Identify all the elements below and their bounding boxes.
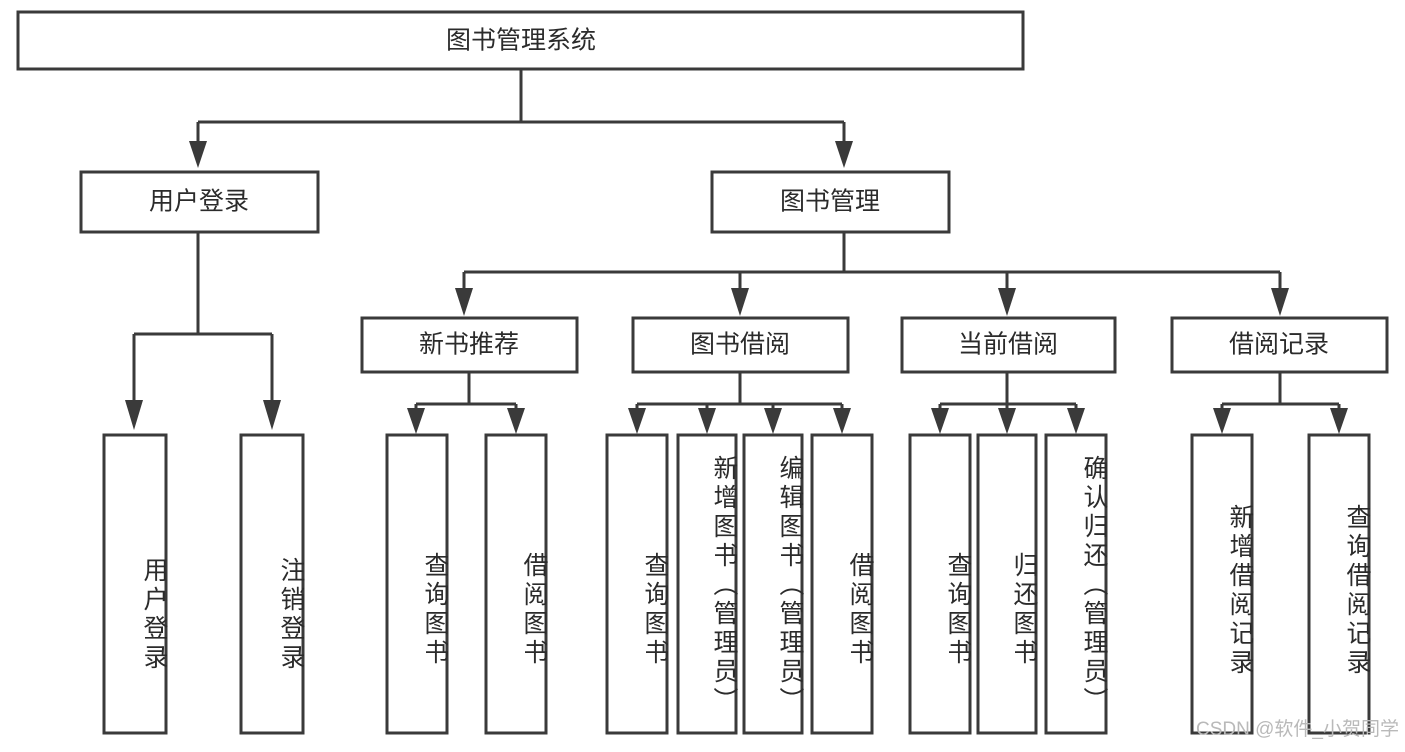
leaf-group-borrow-record	[1190, 433, 1371, 735]
node-book-management-label: 图书管理	[780, 188, 880, 216]
arrow-head-icon	[455, 288, 473, 316]
arrow-head-icon	[125, 400, 143, 430]
node-user-login-label: 用户登录	[149, 188, 249, 216]
arrow-head-icon	[731, 288, 749, 316]
leaf-group-book-borrow	[605, 433, 874, 735]
arrow-head-icon	[698, 408, 716, 434]
leaf-box-logout[interactable]	[239, 433, 305, 735]
leaf-group-user-login	[102, 433, 305, 735]
node-root-system[interactable]: 图书管理系统	[16, 10, 1025, 71]
arrow-head-icon	[1213, 408, 1231, 434]
leaf-box-edit-book-admin[interactable]	[742, 433, 804, 735]
leaf-box-return-book[interactable]	[976, 433, 1038, 735]
arrow-head-icon	[507, 408, 525, 434]
connector-new-book-to-leaves	[407, 372, 525, 434]
connector-book-borrow-to-leaves	[628, 372, 851, 434]
arrow-head-icon	[931, 408, 949, 434]
arrow-head-icon	[998, 288, 1016, 316]
arrow-head-icon	[1271, 288, 1289, 316]
leaf-box-query-book-1[interactable]	[385, 433, 449, 735]
leaf-group-current-borrow	[908, 433, 1108, 735]
leaf-box-user-login[interactable]	[102, 433, 168, 735]
leaf-box-add-book-admin[interactable]	[676, 433, 738, 735]
csdn-watermark: CSDN @软件_小贺同学	[1196, 719, 1399, 740]
arrow-head-icon	[628, 408, 646, 434]
connector-root-to-level2	[189, 69, 853, 168]
node-book-borrow-label: 图书借阅	[690, 331, 790, 359]
leaf-group-new-book-recommend	[385, 433, 548, 735]
arrow-head-icon	[835, 141, 853, 168]
node-new-book-recommend-label: 新书推荐	[419, 331, 519, 359]
arrow-head-icon	[1067, 408, 1085, 434]
node-borrow-record[interactable]: 借阅记录	[1170, 316, 1389, 374]
leaf-box-borrow-book-2[interactable]	[810, 433, 874, 735]
connector-current-borrow-to-leaves	[931, 372, 1085, 434]
leaf-box-borrow-book-1[interactable]	[484, 433, 548, 735]
leaf-box-confirm-return-admin[interactable]	[1044, 433, 1108, 735]
connector-borrow-record-to-leaves	[1213, 372, 1348, 434]
connector-user-login-to-leaves	[125, 232, 281, 430]
node-current-borrow[interactable]: 当前借阅	[900, 316, 1117, 374]
node-user-login[interactable]: 用户登录	[79, 170, 320, 234]
node-borrow-record-label: 借阅记录	[1229, 331, 1329, 359]
node-new-book-recommend[interactable]: 新书推荐	[360, 316, 579, 374]
arrow-head-icon	[833, 408, 851, 434]
arrow-head-icon	[764, 408, 782, 434]
node-root-label: 图书管理系统	[446, 27, 596, 55]
node-current-borrow-label: 当前借阅	[958, 331, 1058, 359]
node-book-management[interactable]: 图书管理	[710, 170, 951, 234]
arrow-head-icon	[1330, 408, 1348, 434]
node-book-borrow[interactable]: 图书借阅	[631, 316, 850, 374]
leaf-box-add-borrow-record[interactable]	[1190, 433, 1254, 735]
arrow-head-icon	[263, 400, 281, 430]
arrow-head-icon	[998, 408, 1016, 434]
leaf-box-query-book-2[interactable]	[605, 433, 669, 735]
arrow-head-icon	[407, 408, 425, 434]
leaf-box-query-borrow-record[interactable]	[1307, 433, 1371, 735]
leaf-box-query-book-3[interactable]	[908, 433, 972, 735]
connector-book-mgmt-to-level3	[455, 232, 1289, 316]
arrow-head-icon	[189, 141, 207, 168]
